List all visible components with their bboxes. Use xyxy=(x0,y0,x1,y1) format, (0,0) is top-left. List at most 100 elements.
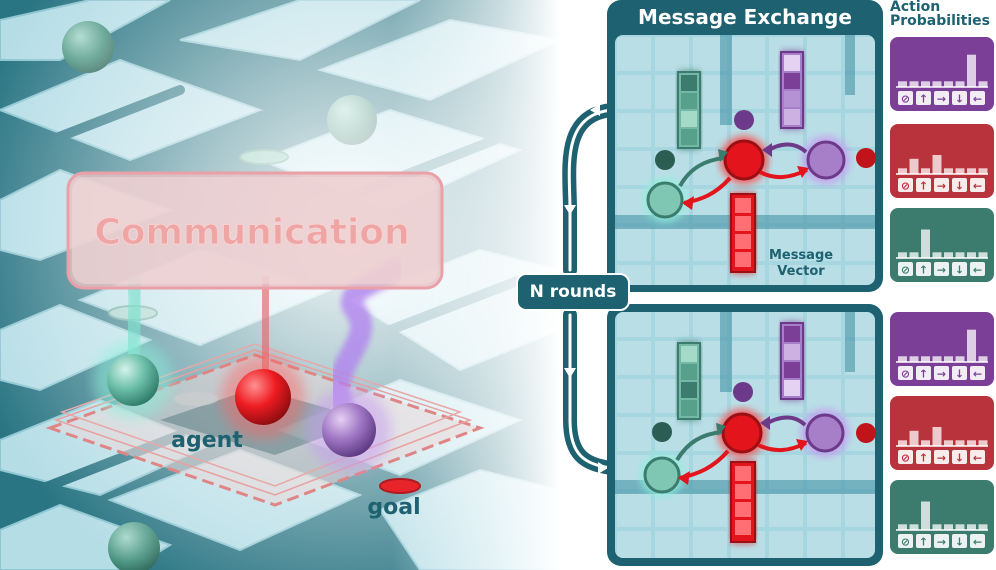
action-prob-bar xyxy=(955,252,965,258)
action-prob-bar xyxy=(978,524,988,530)
action-symbol: ↑ xyxy=(919,368,928,381)
action-prob-bar xyxy=(944,252,953,258)
teal-message-vector xyxy=(677,71,701,149)
action-prob-card-red-top: ⊘↑→↓← xyxy=(890,124,994,198)
action-prob-bar xyxy=(967,54,976,87)
action-prob-bar xyxy=(898,356,907,362)
action-prob-bar xyxy=(944,81,953,87)
action-symbol: ↑ xyxy=(919,180,928,193)
action-prob-bar xyxy=(955,440,965,446)
action-prob-bar xyxy=(944,356,953,362)
action-prob-bar xyxy=(898,168,907,174)
action-symbol: → xyxy=(937,264,946,277)
action-prob-bar xyxy=(932,427,942,446)
action-symbol: ← xyxy=(973,180,982,193)
action-symbol: ⊘ xyxy=(901,452,910,465)
action-prob-bar xyxy=(978,356,988,362)
action-prob-bar xyxy=(932,356,942,362)
action-prob-bar xyxy=(932,155,942,174)
red-message-vector xyxy=(730,193,756,273)
action-prob-bar xyxy=(921,81,930,87)
action-prob-bar xyxy=(978,81,988,87)
action-symbol: ↓ xyxy=(955,452,964,465)
action-prob-bar xyxy=(955,168,965,174)
action-prob-bar xyxy=(909,81,919,87)
action-symbol: ↑ xyxy=(919,536,928,549)
action-prob-bar xyxy=(978,252,988,258)
message-exchange-diagram: Message Vector xyxy=(562,0,883,566)
action-prob-bar xyxy=(967,168,976,174)
action-prob-bar xyxy=(932,524,942,530)
goal-label: goal xyxy=(367,495,420,520)
action-symbol: ← xyxy=(973,368,982,381)
action-symbol: → xyxy=(937,93,946,106)
action-prob-bar xyxy=(898,524,907,530)
action-prob-bar xyxy=(944,168,953,174)
action-prob-bar xyxy=(898,252,907,258)
action-prob-bar xyxy=(921,229,930,258)
action-probabilities-title: Action Probabilities xyxy=(890,0,996,28)
message-exchange-title: Message Exchange xyxy=(638,5,852,29)
action-symbol: ← xyxy=(973,452,982,465)
action-prob-bar xyxy=(909,524,919,530)
action-prob-bar xyxy=(967,252,976,258)
action-symbol: ← xyxy=(973,93,982,106)
message-graph-bottom xyxy=(640,322,876,543)
purple-message-vector xyxy=(780,51,804,129)
action-symbol: ← xyxy=(973,264,982,277)
action-prob-bar xyxy=(932,81,942,87)
action-prob-bar xyxy=(909,252,919,258)
action-prob-bar xyxy=(967,524,976,530)
action-prob-bar xyxy=(955,81,965,87)
action-prob-bar xyxy=(898,440,907,446)
action-prob-bar xyxy=(909,356,919,362)
action-symbol: → xyxy=(937,536,946,549)
action-prob-bar xyxy=(967,440,976,446)
action-symbol: ⊘ xyxy=(901,536,910,549)
action-symbol: → xyxy=(937,368,946,381)
action-symbol: → xyxy=(937,452,946,465)
action-probabilities-title-line1: Action xyxy=(890,0,941,15)
action-prob-bar xyxy=(978,168,988,174)
action-prob-bar xyxy=(909,430,919,446)
action-prob-bar xyxy=(955,524,965,530)
purple-agent xyxy=(322,403,376,457)
message-vector-label-line2: Vector xyxy=(777,264,825,279)
goal-disk xyxy=(379,478,421,494)
action-prob-card-teal-top: ⊘ ↑ → ↓ ← xyxy=(890,208,994,282)
action-prob-card-purple-bottom: ⊘ ↑ → ↓ ← xyxy=(890,312,994,386)
action-prob-bar xyxy=(909,158,919,174)
action-symbol: ↑ xyxy=(919,264,928,277)
communication-box xyxy=(66,171,444,290)
agent-label: agent xyxy=(171,428,243,453)
action-symbol: ↓ xyxy=(955,264,964,277)
action-symbol: ↓ xyxy=(955,180,964,193)
action-prob-bar xyxy=(921,501,930,530)
action-prob-bar xyxy=(944,524,953,530)
action-symbol: ⊘ xyxy=(901,264,910,277)
n-rounds-label: N rounds xyxy=(516,273,630,311)
red-agent xyxy=(235,369,291,425)
action-symbol: ⊘ xyxy=(901,180,910,193)
action-symbol: ↓ xyxy=(955,93,964,106)
action-symbol: ↓ xyxy=(955,536,964,549)
action-prob-bar xyxy=(967,329,976,362)
action-prob-bar xyxy=(932,252,942,258)
action-symbol: ⊘ xyxy=(901,93,910,106)
action-prob-bar xyxy=(944,440,953,446)
action-symbol: ← xyxy=(973,536,982,549)
action-symbol: ↑ xyxy=(919,452,928,465)
action-prob-bar xyxy=(921,168,930,174)
action-prob-bar xyxy=(955,356,965,362)
message-vector-label-line1: Message xyxy=(769,248,833,263)
action-prob-card-red-bottom: ⊘ ↑ → ↓ ← xyxy=(890,396,994,470)
message-graph-top: Message Vector xyxy=(643,51,876,279)
communication-label: Communication xyxy=(94,212,409,253)
action-symbol: ⊘ xyxy=(901,368,910,381)
gridworld-scene: Communication agent goal xyxy=(0,0,560,570)
action-prob-card-teal-bottom: ⊘ ↑ → ↓ ← xyxy=(890,480,994,554)
action-prob-card-purple-top: ⊘↑→↓← xyxy=(890,37,994,111)
action-symbol: ↓ xyxy=(955,368,964,381)
action-prob-bar xyxy=(921,356,930,362)
teal-agent xyxy=(107,354,159,406)
